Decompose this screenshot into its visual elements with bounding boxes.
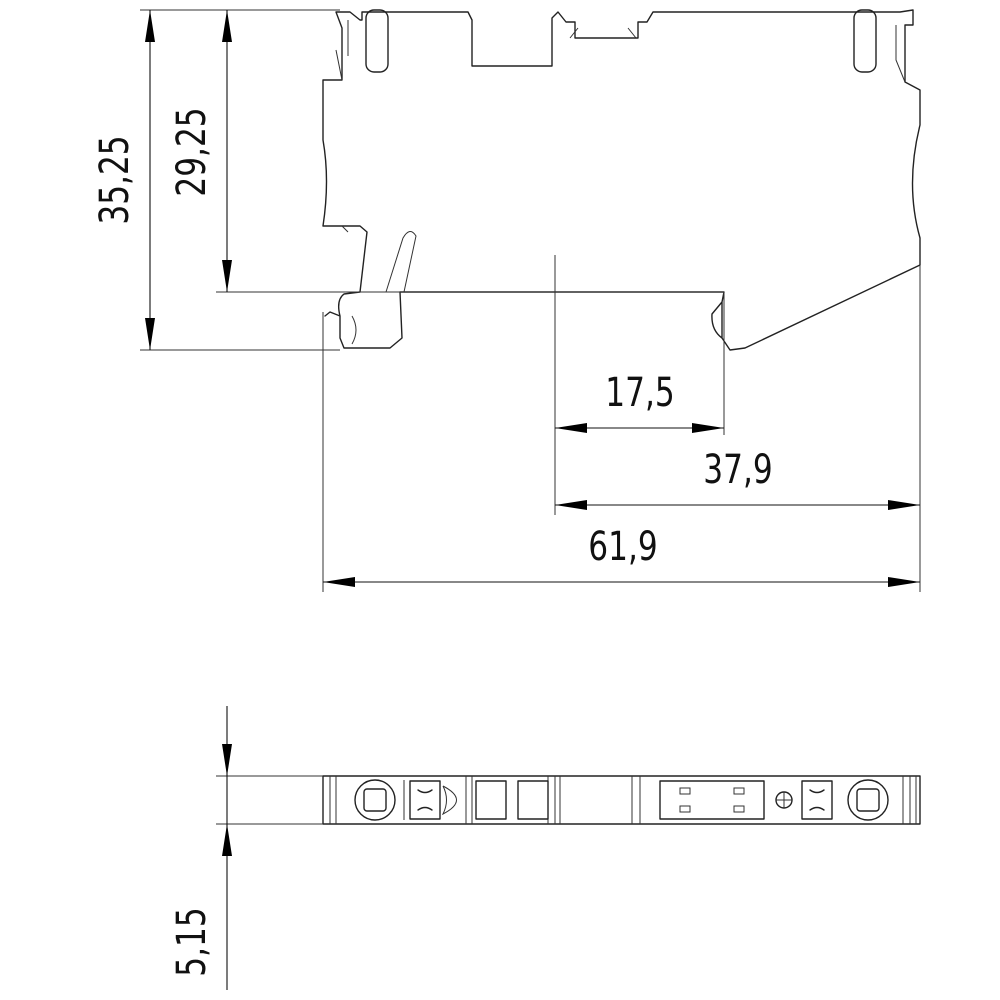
left-clamp — [409, 780, 441, 820]
right-terminal-slot — [853, 9, 877, 73]
marker-area — [659, 780, 765, 820]
dim-label-5-15: 5,15 — [169, 907, 215, 976]
dimension-lines — [140, 9, 921, 990]
right-terminal-hole — [847, 779, 889, 821]
top-view — [322, 775, 921, 825]
right-terminal-screw — [856, 788, 880, 812]
marker-marks — [679, 787, 745, 813]
top-view-details — [329, 776, 917, 824]
extension-lines — [140, 9, 921, 825]
right-clamp — [801, 780, 833, 820]
dim-label-35-25: 35,25 — [92, 135, 138, 224]
side-view-outline — [322, 9, 921, 351]
side-view — [322, 9, 921, 351]
side-view-details — [335, 20, 906, 345]
dim-label-37-9: 37,9 — [703, 447, 772, 493]
jumper-slot-2 — [517, 780, 549, 820]
dim-label-61-9: 61,9 — [588, 524, 657, 570]
left-terminal-screw — [363, 788, 387, 812]
left-terminal-hole — [354, 779, 396, 821]
left-terminal-slot — [365, 9, 389, 73]
top-view-outline — [322, 775, 921, 825]
dimension-labels: 35,25 29,25 17,5 37,9 61,9 5,15 — [92, 107, 772, 976]
dim-label-29-25: 29,25 — [169, 107, 215, 196]
dim-label-17-5: 17,5 — [605, 370, 674, 416]
test-socket-cross — [776, 792, 792, 808]
jumper-slot-1 — [475, 780, 507, 820]
